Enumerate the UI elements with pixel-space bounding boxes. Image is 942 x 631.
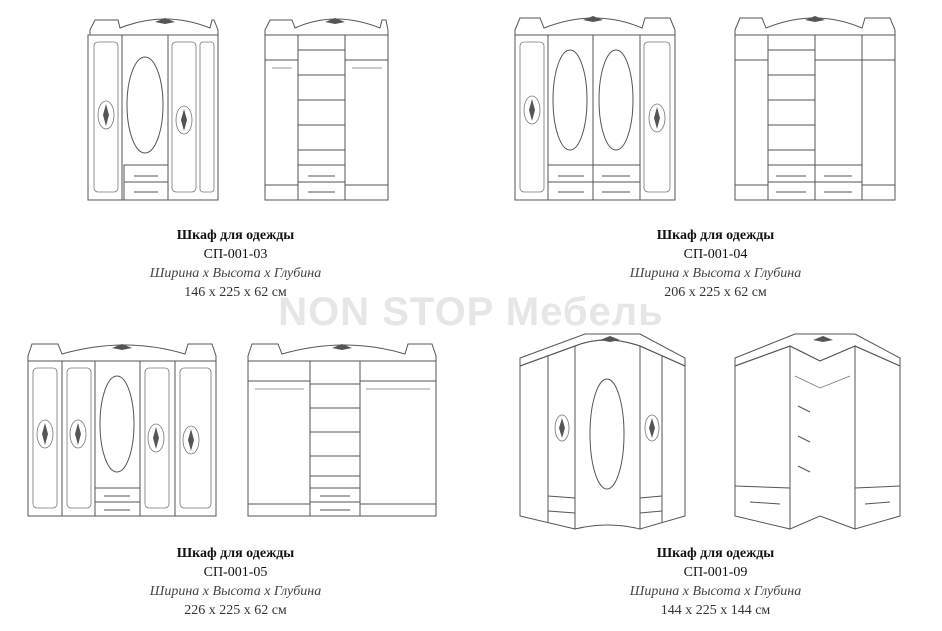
product-title[interactable]: Шкаф для одежды — [176, 228, 295, 243]
wardrobe-closed-image[interactable] — [27, 343, 217, 517]
product-title[interactable]: Шкаф для одежды — [176, 546, 295, 561]
product-card-sp-001-09[interactable]: Шкаф для одежды СП-001-09 Ширина х Высот… — [480, 316, 942, 631]
wardrobe-closed-image[interactable] — [87, 18, 219, 201]
product-title[interactable]: Шкаф для одежды — [656, 546, 775, 561]
product-card-sp-001-04[interactable]: Шкаф для одежды СП-001-04 Ширина х Высот… — [480, 0, 942, 315]
wardrobe-open-image[interactable] — [247, 343, 437, 517]
dimensions-value: 144 х 225 х 144 см — [660, 603, 771, 618]
product-drawings — [519, 333, 901, 530]
wardrobe-closed-image[interactable] — [519, 333, 686, 530]
product-drawings — [514, 16, 896, 201]
wardrobe-open-image[interactable] — [264, 18, 389, 201]
dimensions-label: Ширина х Высота х Глубина — [149, 266, 322, 281]
product-caption: Шкаф для одежды СП-001-03 Ширина х Высот… — [0, 226, 471, 302]
product-code: СП-001-04 — [683, 247, 748, 262]
product-caption: Шкаф для одежды СП-001-09 Ширина х Высот… — [480, 544, 942, 620]
wardrobe-open-image[interactable] — [734, 16, 896, 201]
product-drawings — [87, 18, 389, 201]
product-card-sp-001-03[interactable]: Шкаф для одежды СП-001-03 Ширина х Высот… — [0, 0, 471, 315]
product-code: СП-001-05 — [203, 565, 268, 580]
wardrobe-open-image[interactable] — [734, 333, 901, 530]
wardrobe-closed-image[interactable] — [514, 16, 676, 201]
product-title[interactable]: Шкаф для одежды — [656, 228, 775, 243]
dimensions-value: 146 х 225 х 62 см — [184, 285, 287, 300]
product-code: СП-001-09 — [683, 565, 748, 580]
dimensions-label: Ширина х Высота х Глубина — [149, 584, 322, 599]
dimensions-value: 206 х 225 х 62 см — [664, 285, 767, 300]
product-drawings — [27, 343, 437, 517]
product-code: СП-001-03 — [203, 247, 268, 262]
product-caption: Шкаф для одежды СП-001-05 Ширина х Высот… — [0, 544, 471, 620]
dimensions-label: Ширина х Высота х Глубина — [629, 584, 802, 599]
dimensions-value: 226 х 225 х 62 см — [184, 603, 287, 618]
dimensions-label: Ширина х Высота х Глубина — [629, 266, 802, 281]
product-caption: Шкаф для одежды СП-001-04 Ширина х Высот… — [480, 226, 942, 302]
product-card-sp-001-05[interactable]: Шкаф для одежды СП-001-05 Ширина х Высот… — [0, 316, 471, 631]
